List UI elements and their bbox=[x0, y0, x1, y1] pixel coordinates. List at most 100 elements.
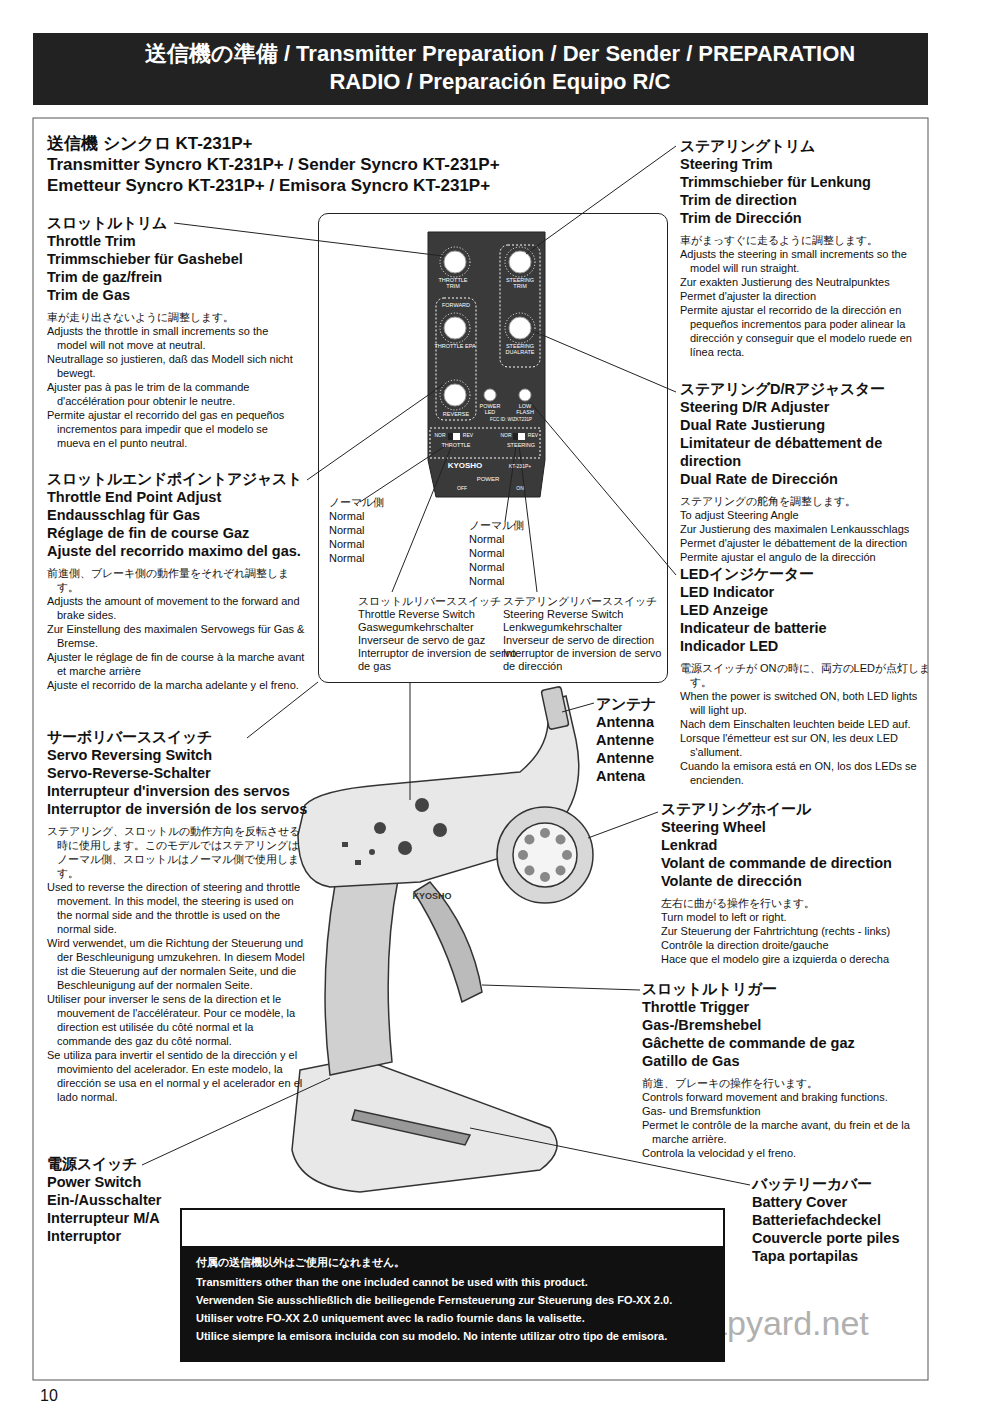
panel-label: REVERSE bbox=[436, 411, 476, 417]
part-description: Controls forward movement and braking fu… bbox=[642, 1090, 922, 1104]
part-description: Ajuster pas à pas le trim de la commande… bbox=[47, 380, 297, 408]
part-name: Tapa portapilas bbox=[752, 1247, 927, 1265]
part-name: Steering Trim bbox=[680, 155, 930, 173]
part-name: Emetteur Syncro KT-231P+ / Emisora Syncr… bbox=[47, 175, 607, 196]
warning-text: 付属の送信機以外はご使用になれません。 bbox=[196, 1256, 711, 1269]
panel-label: POWER LED bbox=[478, 403, 502, 415]
part-name: スロットルトリム bbox=[47, 214, 297, 232]
part-description: Controla la velocidad y el freno. bbox=[642, 1146, 922, 1160]
part-name: Réglage de fin de course Gaz bbox=[47, 524, 309, 542]
panel-label: FORWARD bbox=[436, 302, 476, 308]
grip bbox=[325, 880, 398, 1075]
part-name: Servo Reversing Switch bbox=[47, 746, 309, 764]
part-description: 車が走り出さないように調整します。 bbox=[47, 310, 297, 324]
part-name: Ajuste del recorrido maximo del gas. bbox=[47, 542, 309, 560]
part-name: Indicateur de batterie bbox=[680, 619, 930, 637]
switch-note: Normal bbox=[329, 510, 489, 523]
part-description: Permite ajustar el recorrido del gas en … bbox=[47, 408, 297, 450]
part-name: Battery Cover bbox=[752, 1193, 927, 1211]
switch-note: ノーマル側 bbox=[469, 519, 629, 532]
part-name: ステアリングD/Rアジャスター bbox=[680, 380, 930, 398]
part-description: Ajuste el recorrido de la marcha adelant… bbox=[47, 678, 309, 692]
switch-note: Gaswegumkehrschalter bbox=[358, 621, 518, 634]
part-description: Permet d'ajuster la direction bbox=[680, 289, 930, 303]
antenna-part bbox=[541, 686, 569, 729]
part-name: Indicador LED bbox=[680, 637, 930, 655]
part-description: Utiliser pour inverser le sens de la dir… bbox=[47, 992, 309, 1048]
switch-note: Inverseur de servo de gaz bbox=[358, 634, 518, 647]
steering-wheel bbox=[497, 807, 593, 903]
part-name: Trimmschieber für Gashebel bbox=[47, 250, 297, 268]
switch-note: Interruptor de inversion de servo de gas bbox=[358, 647, 518, 673]
part-name: スロットルエンドポイントアジャスト bbox=[47, 470, 309, 488]
part-description: Zur Einstellung des maximalen Servowegs … bbox=[47, 622, 309, 650]
battery-cover bbox=[352, 1110, 470, 1145]
switch-note: Normal bbox=[469, 561, 629, 574]
part-name: Throttle Trim bbox=[47, 232, 297, 250]
part-description: Cuando la emisora está en ON, los dos LE… bbox=[680, 759, 930, 787]
panel-label: STEERING bbox=[499, 442, 543, 448]
panel-label: REV bbox=[526, 433, 540, 439]
switch-note: Normal bbox=[469, 533, 629, 546]
part-description: Gas- und Bremsfunktion bbox=[642, 1104, 922, 1118]
part-name: LEDインジケーター bbox=[680, 565, 930, 583]
part-name: Dual Rate de Dirección bbox=[680, 470, 930, 488]
part-description: Wird verwendet, um die Richtung der Steu… bbox=[47, 936, 309, 992]
warning-text: Utiliser votre FO-XX 2.0 uniquement avec… bbox=[196, 1312, 711, 1325]
panel-label: LOW FLASH bbox=[513, 403, 537, 415]
panel-label: NOR bbox=[432, 433, 448, 439]
leader-line bbox=[392, 445, 452, 592]
callout-group: スロットルエンドポイントアジャストThrottle End Point Adju… bbox=[47, 470, 309, 692]
part-name: Batteriefachdeckel bbox=[752, 1211, 927, 1229]
panel-label: OFF bbox=[452, 486, 472, 492]
panel-label: THROTTLE bbox=[436, 442, 476, 448]
switch-note: ノーマル側 bbox=[329, 496, 489, 509]
part-name: LED Anzeige bbox=[680, 601, 930, 619]
part-description: Ajuster le réglage de fin de course à la… bbox=[47, 650, 309, 678]
part-name: Trim de Dirección bbox=[680, 209, 930, 227]
part-description: Adjusts the steering in small increments… bbox=[680, 247, 930, 275]
part-name: Interrupteur d'inversion des servos bbox=[47, 782, 309, 800]
part-name: ステアリングトリム bbox=[680, 137, 930, 155]
warning-text: Utilice siempre la emisora incluida con … bbox=[196, 1330, 711, 1343]
part-description: Nach dem Einschalten leuchten beide LED … bbox=[680, 717, 930, 731]
callout-group: LEDインジケーターLED IndicatorLED AnzeigeIndica… bbox=[680, 565, 930, 787]
part-name: Interruptor de inversión de los servos bbox=[47, 800, 309, 818]
part-name: アンテナ bbox=[596, 695, 676, 713]
part-name: ステアリングホイール bbox=[661, 800, 931, 818]
part-description: 車がまっすぐに走るように調整します。 bbox=[680, 233, 930, 247]
part-description: ステアリングの舵角を調整します。 bbox=[680, 494, 930, 508]
part-description: When the power is switched ON, both LED … bbox=[680, 689, 930, 717]
panel-label: FCC ID: WIZKT231P bbox=[480, 418, 542, 423]
part-name: Trim de direction bbox=[680, 191, 930, 209]
part-name: Trimmschieber für Lenkung bbox=[680, 173, 930, 191]
leader-line bbox=[410, 683, 411, 800]
inset-panel: ノーマル側NormalNormalNormalNormalノーマル側Normal… bbox=[318, 213, 668, 683]
switch-note: Normal bbox=[469, 547, 629, 560]
leader-line bbox=[530, 402, 676, 575]
callout-group: アンテナAntennaAntenneAntenneAntena bbox=[596, 695, 676, 785]
switch-note: Normal bbox=[469, 575, 629, 588]
part-description: Lorsque l'émetteur est sur ON, les deux … bbox=[680, 731, 930, 759]
leader-line bbox=[360, 444, 448, 502]
warning-text: Verwenden Sie ausschließlich die beilieg… bbox=[196, 1294, 711, 1307]
part-name: Lenkrad bbox=[661, 836, 931, 854]
leader-line bbox=[307, 384, 444, 480]
part-description: Neutrallage so justieren, daß das Modell… bbox=[47, 352, 297, 380]
part-description: Se utiliza para invertir el sentido de l… bbox=[47, 1048, 309, 1104]
part-description: Turn model to left or right. bbox=[661, 910, 931, 924]
part-name: サーボリバーススイッチ bbox=[47, 728, 309, 746]
callout-group: ステアリングホイールSteering WheelLenkradVolant de… bbox=[661, 800, 931, 966]
part-description: 前進、ブレーキの操作を行います。 bbox=[642, 1076, 922, 1090]
part-description: Permet d'ajuster le débattement de la di… bbox=[680, 536, 930, 550]
page-title: 送信機の準備 / Transmitter Preparation / Der S… bbox=[135, 40, 865, 96]
part-name: Dual Rate Justierung bbox=[680, 416, 930, 434]
leader-line bbox=[505, 446, 516, 522]
panel-label: THROTTLE EPA bbox=[433, 343, 477, 349]
housing bbox=[298, 696, 579, 887]
part-description: Permet le contrôle de la marche avant, d… bbox=[642, 1118, 922, 1146]
part-name: Throttle Trigger bbox=[642, 998, 922, 1016]
callout-group: ステアリングD/RアジャスターSteering D/R AdjusterDual… bbox=[680, 380, 930, 564]
part-name: Volant de commande de direction bbox=[661, 854, 931, 872]
part-description: Permite ajustar el recorrido de la direc… bbox=[680, 303, 930, 359]
